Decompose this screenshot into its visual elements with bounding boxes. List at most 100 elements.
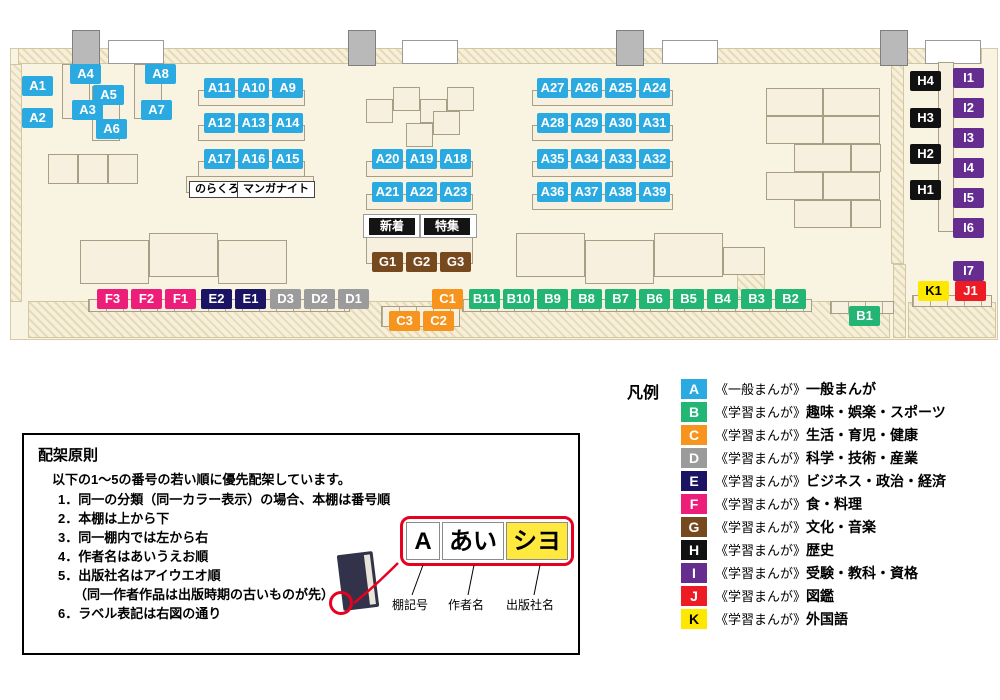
shelf-block (108, 154, 138, 184)
shelf-block (766, 116, 823, 144)
shelf-label-A11: A11 (204, 78, 235, 98)
shelf-label-I7: I7 (953, 261, 984, 281)
shelf-label-A27: A27 (537, 78, 568, 98)
principle-item: 5．出版社名はアイウエオ順 (58, 568, 221, 583)
shelf-label-C2: C2 (423, 311, 454, 331)
legend-category-name: 文化・音楽 (806, 518, 877, 535)
legend-key-A: A (681, 378, 707, 399)
shelf-label-A9: A9 (272, 78, 303, 98)
principles-title: 配架原則 (38, 447, 99, 464)
principle-item: （同一作者作品は出版時期の古いものが先） (74, 587, 335, 602)
shelf-label-A38: A38 (605, 182, 636, 202)
shelf-label-A36: A36 (537, 182, 568, 202)
legend-row-B: B 《学習まんが》趣味・娯楽・スポーツ (681, 400, 946, 423)
shelf-label-B8: B8 (571, 289, 602, 309)
legend-series-label: 《学習まんが》 (715, 612, 807, 627)
legend-series-label: 《一般まんが》 (715, 382, 807, 397)
shelf-block (766, 172, 823, 200)
shelf-block (149, 233, 218, 277)
shelf-block (723, 247, 765, 275)
shelf-label-G3: G3 (440, 252, 471, 272)
shelf-label-J1: J1 (955, 281, 986, 301)
shelf-label-G2: G2 (406, 252, 437, 272)
pillar (880, 30, 908, 66)
principle-item: 1．同一の分類（同一カラー表示）の場合、本棚は番号順 (58, 492, 391, 507)
legend-category-name: 科学・技術・産業 (806, 449, 919, 466)
shelf-label-H3: H3 (910, 108, 941, 128)
shelf-block (851, 144, 881, 172)
legend-category-name: 図鑑 (806, 587, 835, 604)
shelf-label-B5: B5 (673, 289, 704, 309)
shelf-block (80, 240, 149, 284)
shelf-label-A35: A35 (537, 149, 568, 169)
shelf-block (48, 154, 78, 184)
legend-category-name: 受験・教科・資格 (806, 564, 919, 581)
shelf-label-A23: A23 (440, 182, 471, 202)
legend-key-B: B (681, 401, 707, 422)
shelf-label-I3: I3 (953, 128, 984, 148)
shelf-label-A2: A2 (22, 108, 53, 128)
shelf-label-I2: I2 (953, 98, 984, 118)
shelf-label-A12: A12 (204, 113, 235, 133)
shelf-label-A10: A10 (238, 78, 269, 98)
shelf-label-K1: K1 (918, 281, 949, 301)
sign-label: 特集 (424, 218, 470, 235)
shelf-label-A26: A26 (571, 78, 602, 98)
legend-key-C: C (681, 424, 707, 445)
shelf-block (516, 233, 585, 277)
shelf-label-H2: H2 (910, 144, 941, 164)
shelf-block (823, 172, 880, 200)
door-opening (108, 40, 164, 64)
shelf-label-A21: A21 (372, 182, 403, 202)
door-opening (402, 40, 458, 64)
label-cell: シヨ (506, 522, 568, 560)
legend-series-label: 《学習まんが》 (715, 520, 807, 535)
legend-row-D: D《学習まんが》科学・技術・産業 (681, 446, 946, 469)
legend-key-I: I (681, 562, 707, 583)
shelf-label-A28: A28 (537, 113, 568, 133)
shelf-block (366, 99, 393, 123)
shelf-label-B11: B11 (469, 289, 500, 309)
legend-category-name: 趣味・娯楽・スポーツ (806, 403, 946, 420)
legend-row-H: H《学習まんが》歴史 (681, 538, 946, 561)
shelf-label-E2: E2 (201, 289, 232, 309)
shelf-block (823, 88, 880, 116)
shelf-label-D1: D1 (338, 289, 369, 309)
legend-key-F: F (681, 493, 707, 514)
wall-hatch (18, 48, 982, 64)
principle-item: 6．ラベル表記は右図の通り (58, 606, 222, 621)
door-opening (925, 40, 981, 64)
shelf-label-A14: A14 (272, 113, 303, 133)
legend-title: 凡例 (627, 385, 660, 402)
label-cell: あい (442, 522, 504, 560)
legend-row-G: G《学習まんが》文化・音楽 (681, 515, 946, 538)
shelf-label-A15: A15 (272, 149, 303, 169)
shelf-block (433, 111, 460, 135)
shelf-label-I5: I5 (953, 188, 984, 208)
legend-series-label: 《学習まんが》 (715, 405, 807, 420)
shelf-label-A39: A39 (639, 182, 670, 202)
shelf-label-A16: A16 (238, 149, 269, 169)
shelf-block (794, 144, 851, 172)
shelf-label-A18: A18 (440, 149, 471, 169)
shelf-label-B10: B10 (503, 289, 534, 309)
shelf-label-D3: D3 (270, 289, 301, 309)
shelf-label-A8: A8 (145, 64, 176, 84)
shelf-label-C1: C1 (432, 289, 463, 309)
shelf-label-B1: B1 (849, 306, 880, 326)
legend-row-J: J《学習まんが》図鑑 (681, 584, 946, 607)
principle-item: 4．作者名はあいうえお順 (58, 549, 209, 564)
shelf-block (766, 88, 823, 116)
shelf-label-A34: A34 (571, 149, 602, 169)
shelf-label-A25: A25 (605, 78, 636, 98)
shelf-label-A31: A31 (639, 113, 670, 133)
shelf-label-I6: I6 (953, 218, 984, 238)
shelf-label-A37: A37 (571, 182, 602, 202)
shelf-label-H4: H4 (910, 71, 941, 91)
legend-series-label: 《学習まんが》 (715, 428, 807, 443)
legend-category-name: 生活・育児・健康 (806, 426, 919, 443)
wall-hatch (891, 64, 904, 264)
